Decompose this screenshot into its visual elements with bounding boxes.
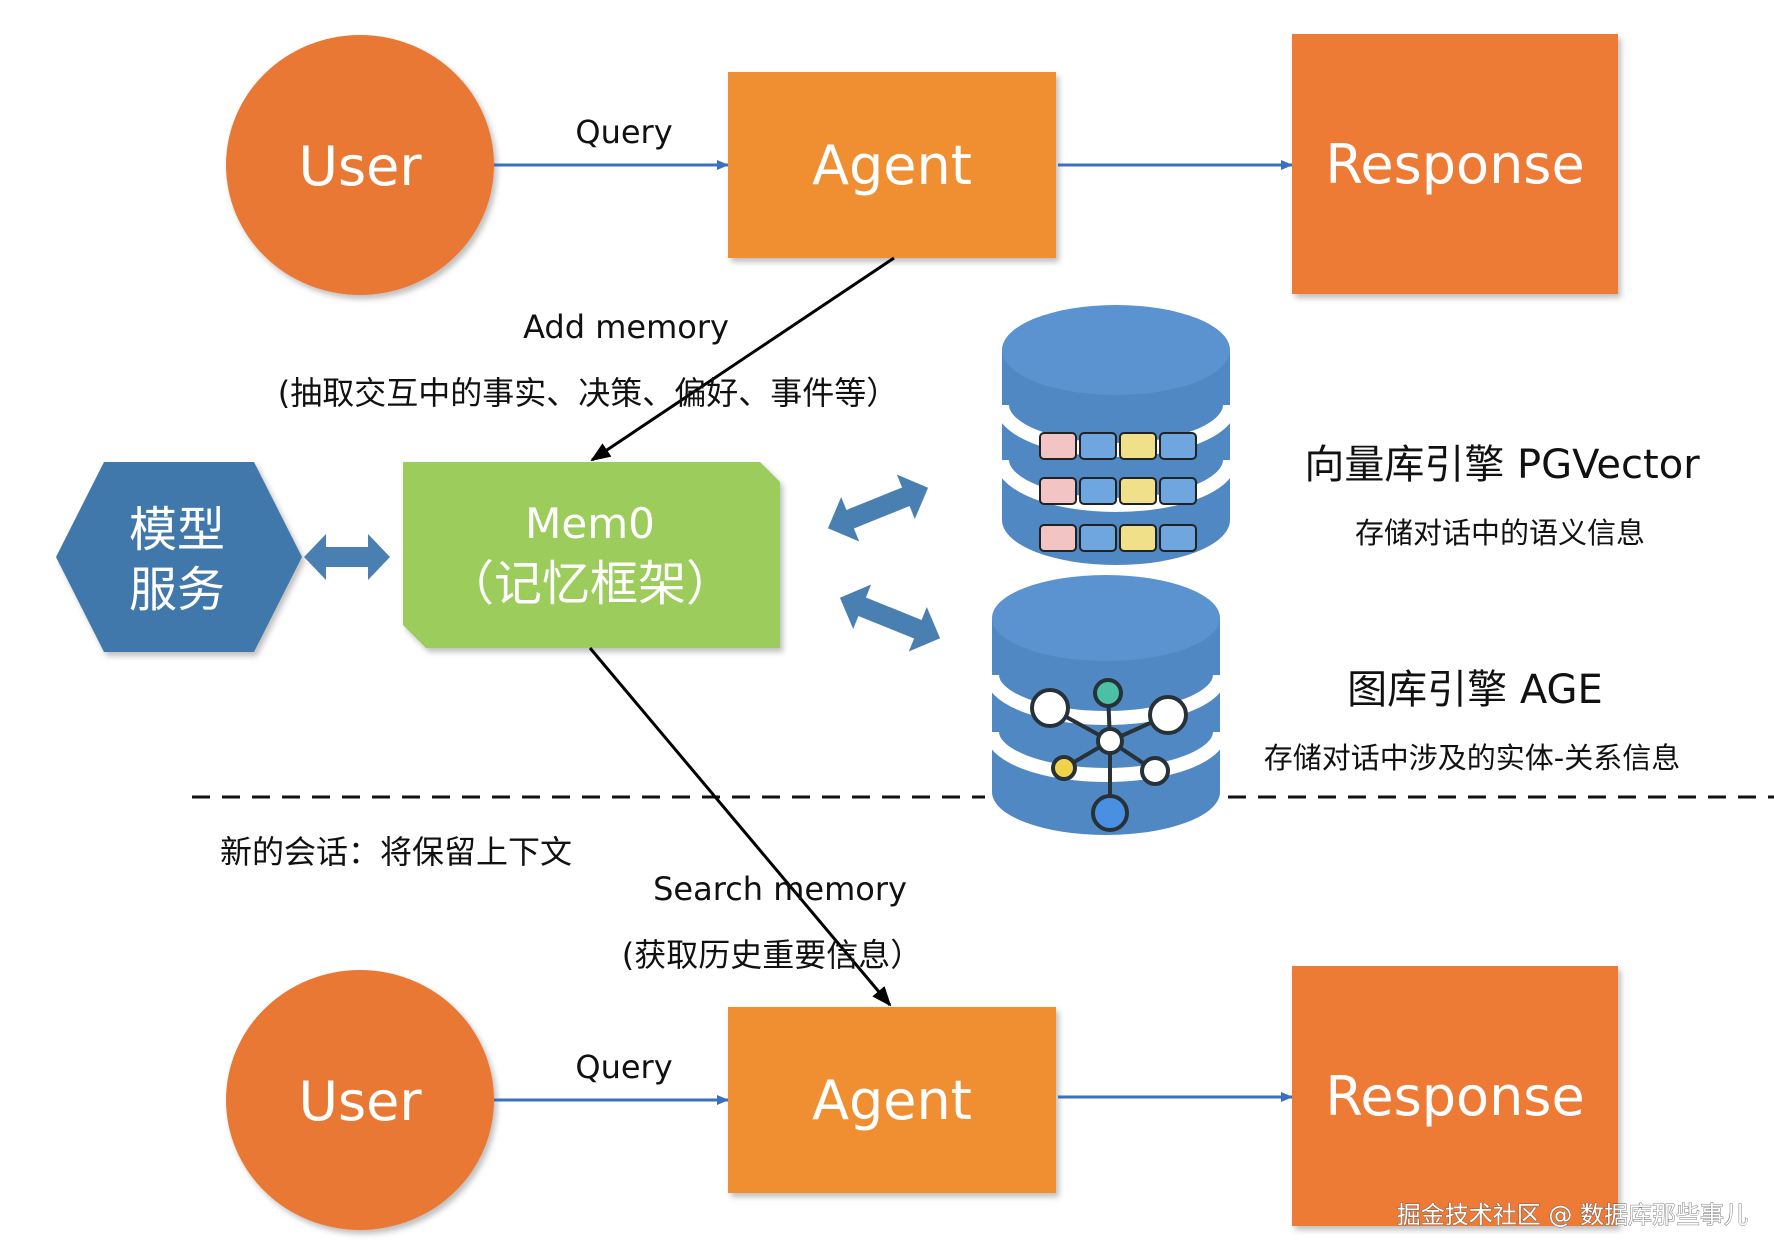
vector-store-subtitle: 存储对话中的语义信息 <box>1355 516 1645 550</box>
bottom-agent-label: Agent <box>812 1069 972 1132</box>
top-response-label: Response <box>1325 133 1584 196</box>
graph-node-white-1 <box>1030 688 1070 728</box>
graph-node-white-3 <box>1140 756 1170 786</box>
top-agent-label: Agent <box>812 134 972 197</box>
add-memory-label: Add memory <box>523 308 729 346</box>
new-session-note: 新的会话：将保留上下文 <box>220 833 572 871</box>
model-service-node: 模型 服务 <box>56 462 302 652</box>
graph-node-blue <box>1091 794 1129 832</box>
mem0-node: Mem0 （记忆框架） <box>403 462 780 648</box>
top-agent-node: Agent <box>728 72 1056 258</box>
top-user-node: User <box>226 35 494 295</box>
vector-store-title: 向量库引擎 PGVector <box>1304 442 1700 488</box>
model-service-line1: 模型 <box>129 502 225 558</box>
graph-node-teal <box>1093 678 1123 708</box>
top-response-node: Response <box>1292 34 1618 294</box>
top-response-box <box>1292 34 1618 294</box>
bottom-response-node: Response <box>1292 966 1618 1226</box>
bottom-response-box <box>1292 966 1618 1226</box>
model-mem0-double-arrow <box>304 534 390 580</box>
mem0-line1: Mem0 <box>525 499 655 548</box>
mem0-line2: （记忆框架） <box>446 556 734 612</box>
model-service-line2: 服务 <box>129 562 225 618</box>
graph-node-white-2 <box>1148 695 1188 735</box>
add-memory-arrow <box>590 256 895 462</box>
top-user-label: User <box>298 135 422 198</box>
top-user-circle <box>226 35 494 295</box>
graph-store-subtitle: 存储对话中涉及的实体-关系信息 <box>1264 741 1680 775</box>
vector-cells-row-3 <box>1039 524 1197 552</box>
mem0-graph-double-arrow <box>839 584 941 652</box>
graph-node-yellow <box>1051 755 1077 781</box>
mem0-vector-double-arrow <box>827 474 929 542</box>
watermark: 掘金技术社区 @ 数据库那些事儿 <box>1397 1201 1748 1229</box>
bottom-user-label: User <box>298 1070 422 1133</box>
bottom-agent-node: Agent <box>728 1007 1056 1193</box>
search-memory-detail: (获取历史重要信息） <box>622 936 923 974</box>
mem0-box <box>403 462 780 648</box>
graph-database-icon <box>985 575 1227 835</box>
bottom-response-label: Response <box>1325 1065 1584 1128</box>
vector-database-icon <box>995 305 1237 565</box>
bottom-query-label: Query <box>575 1048 672 1086</box>
search-memory-arrow <box>588 647 892 1007</box>
bottom-user-circle <box>226 970 494 1230</box>
search-memory-label: Search memory <box>653 870 907 908</box>
bottom-agent-box <box>728 1007 1056 1193</box>
graph-node-center <box>1096 727 1124 755</box>
vector-cells-row-1 <box>1039 432 1197 460</box>
vector-cells-row-2 <box>1039 477 1197 505</box>
top-agent-box <box>728 72 1056 258</box>
bottom-user-node: User <box>226 970 494 1230</box>
model-service-hexagon <box>56 462 302 652</box>
add-memory-detail: (抽取交互中的事实、决策、偏好、事件等） <box>278 374 899 412</box>
top-query-label: Query <box>575 113 672 151</box>
graph-store-title: 图库引擎 AGE <box>1347 667 1603 713</box>
